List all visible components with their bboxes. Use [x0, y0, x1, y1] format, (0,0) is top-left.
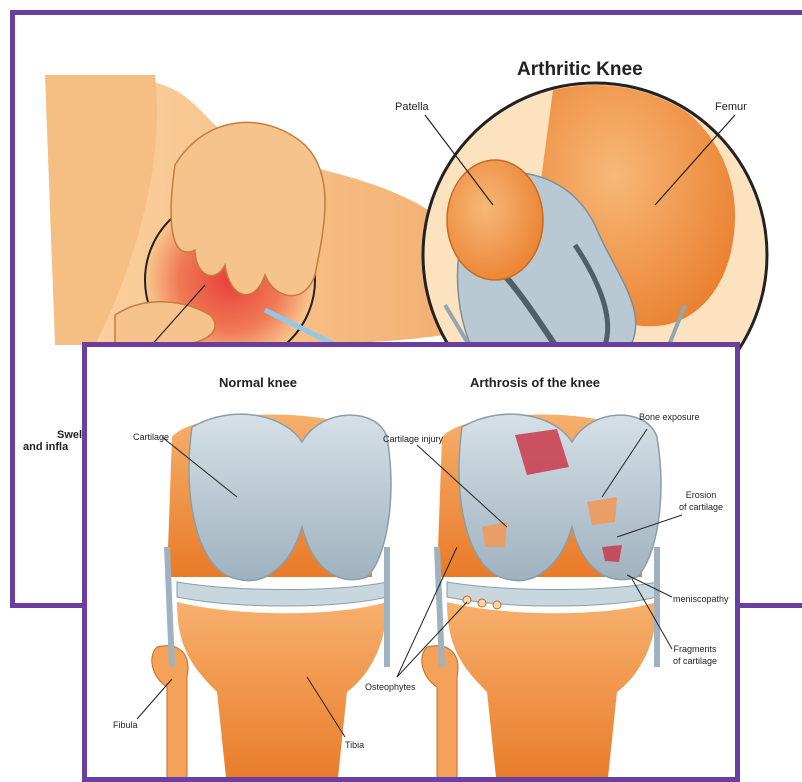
normal-tibia — [177, 602, 387, 782]
fragment-patch — [602, 545, 622, 562]
knee-comparison-panel: Normal knee Arthrosis of the knee Cartil… — [82, 342, 740, 782]
swelling-label-line1: Swell — [23, 429, 85, 441]
normal-knee-drawing — [152, 414, 391, 782]
normal-meniscus — [177, 582, 387, 606]
patella-label: Patella — [395, 101, 429, 113]
cartilage-injury-label: Cartilage injury — [383, 433, 443, 445]
femur-label: Femur — [715, 101, 747, 113]
erosion-label: Erosion of cartilage — [679, 489, 723, 513]
erosion-label-line2: of cartilage — [679, 501, 723, 513]
fragments-label-line1: Fragments — [673, 643, 717, 655]
normal-cartilage — [189, 414, 391, 580]
arthrosis-tibia — [447, 602, 657, 782]
normal-knee-title: Normal knee — [219, 375, 297, 390]
tibia-label: Tibia — [345, 739, 364, 751]
fragments-label-line2: of cartilage — [673, 655, 717, 667]
arthrosis-knee-drawing — [422, 414, 661, 782]
cartilage-label: Cartilage — [133, 431, 169, 443]
swelling-label: Swell and infla — [23, 429, 85, 453]
fibula-label: Fibula — [113, 719, 138, 731]
bone-exposure-label: Bone exposure — [639, 411, 700, 423]
fragments-label: Fragments of cartilage — [673, 643, 717, 667]
arthrosis-title: Arthrosis of the knee — [470, 375, 600, 390]
meniscopathy-label: meniscopathy — [673, 593, 729, 605]
osteophytes-label: Osteophytes — [365, 681, 416, 693]
patella-bone — [447, 160, 543, 280]
swelling-label-line2: and infla — [23, 441, 85, 453]
erosion-label-line1: Erosion — [679, 489, 723, 501]
arthritic-knee-title: Arthritic Knee — [517, 59, 643, 81]
